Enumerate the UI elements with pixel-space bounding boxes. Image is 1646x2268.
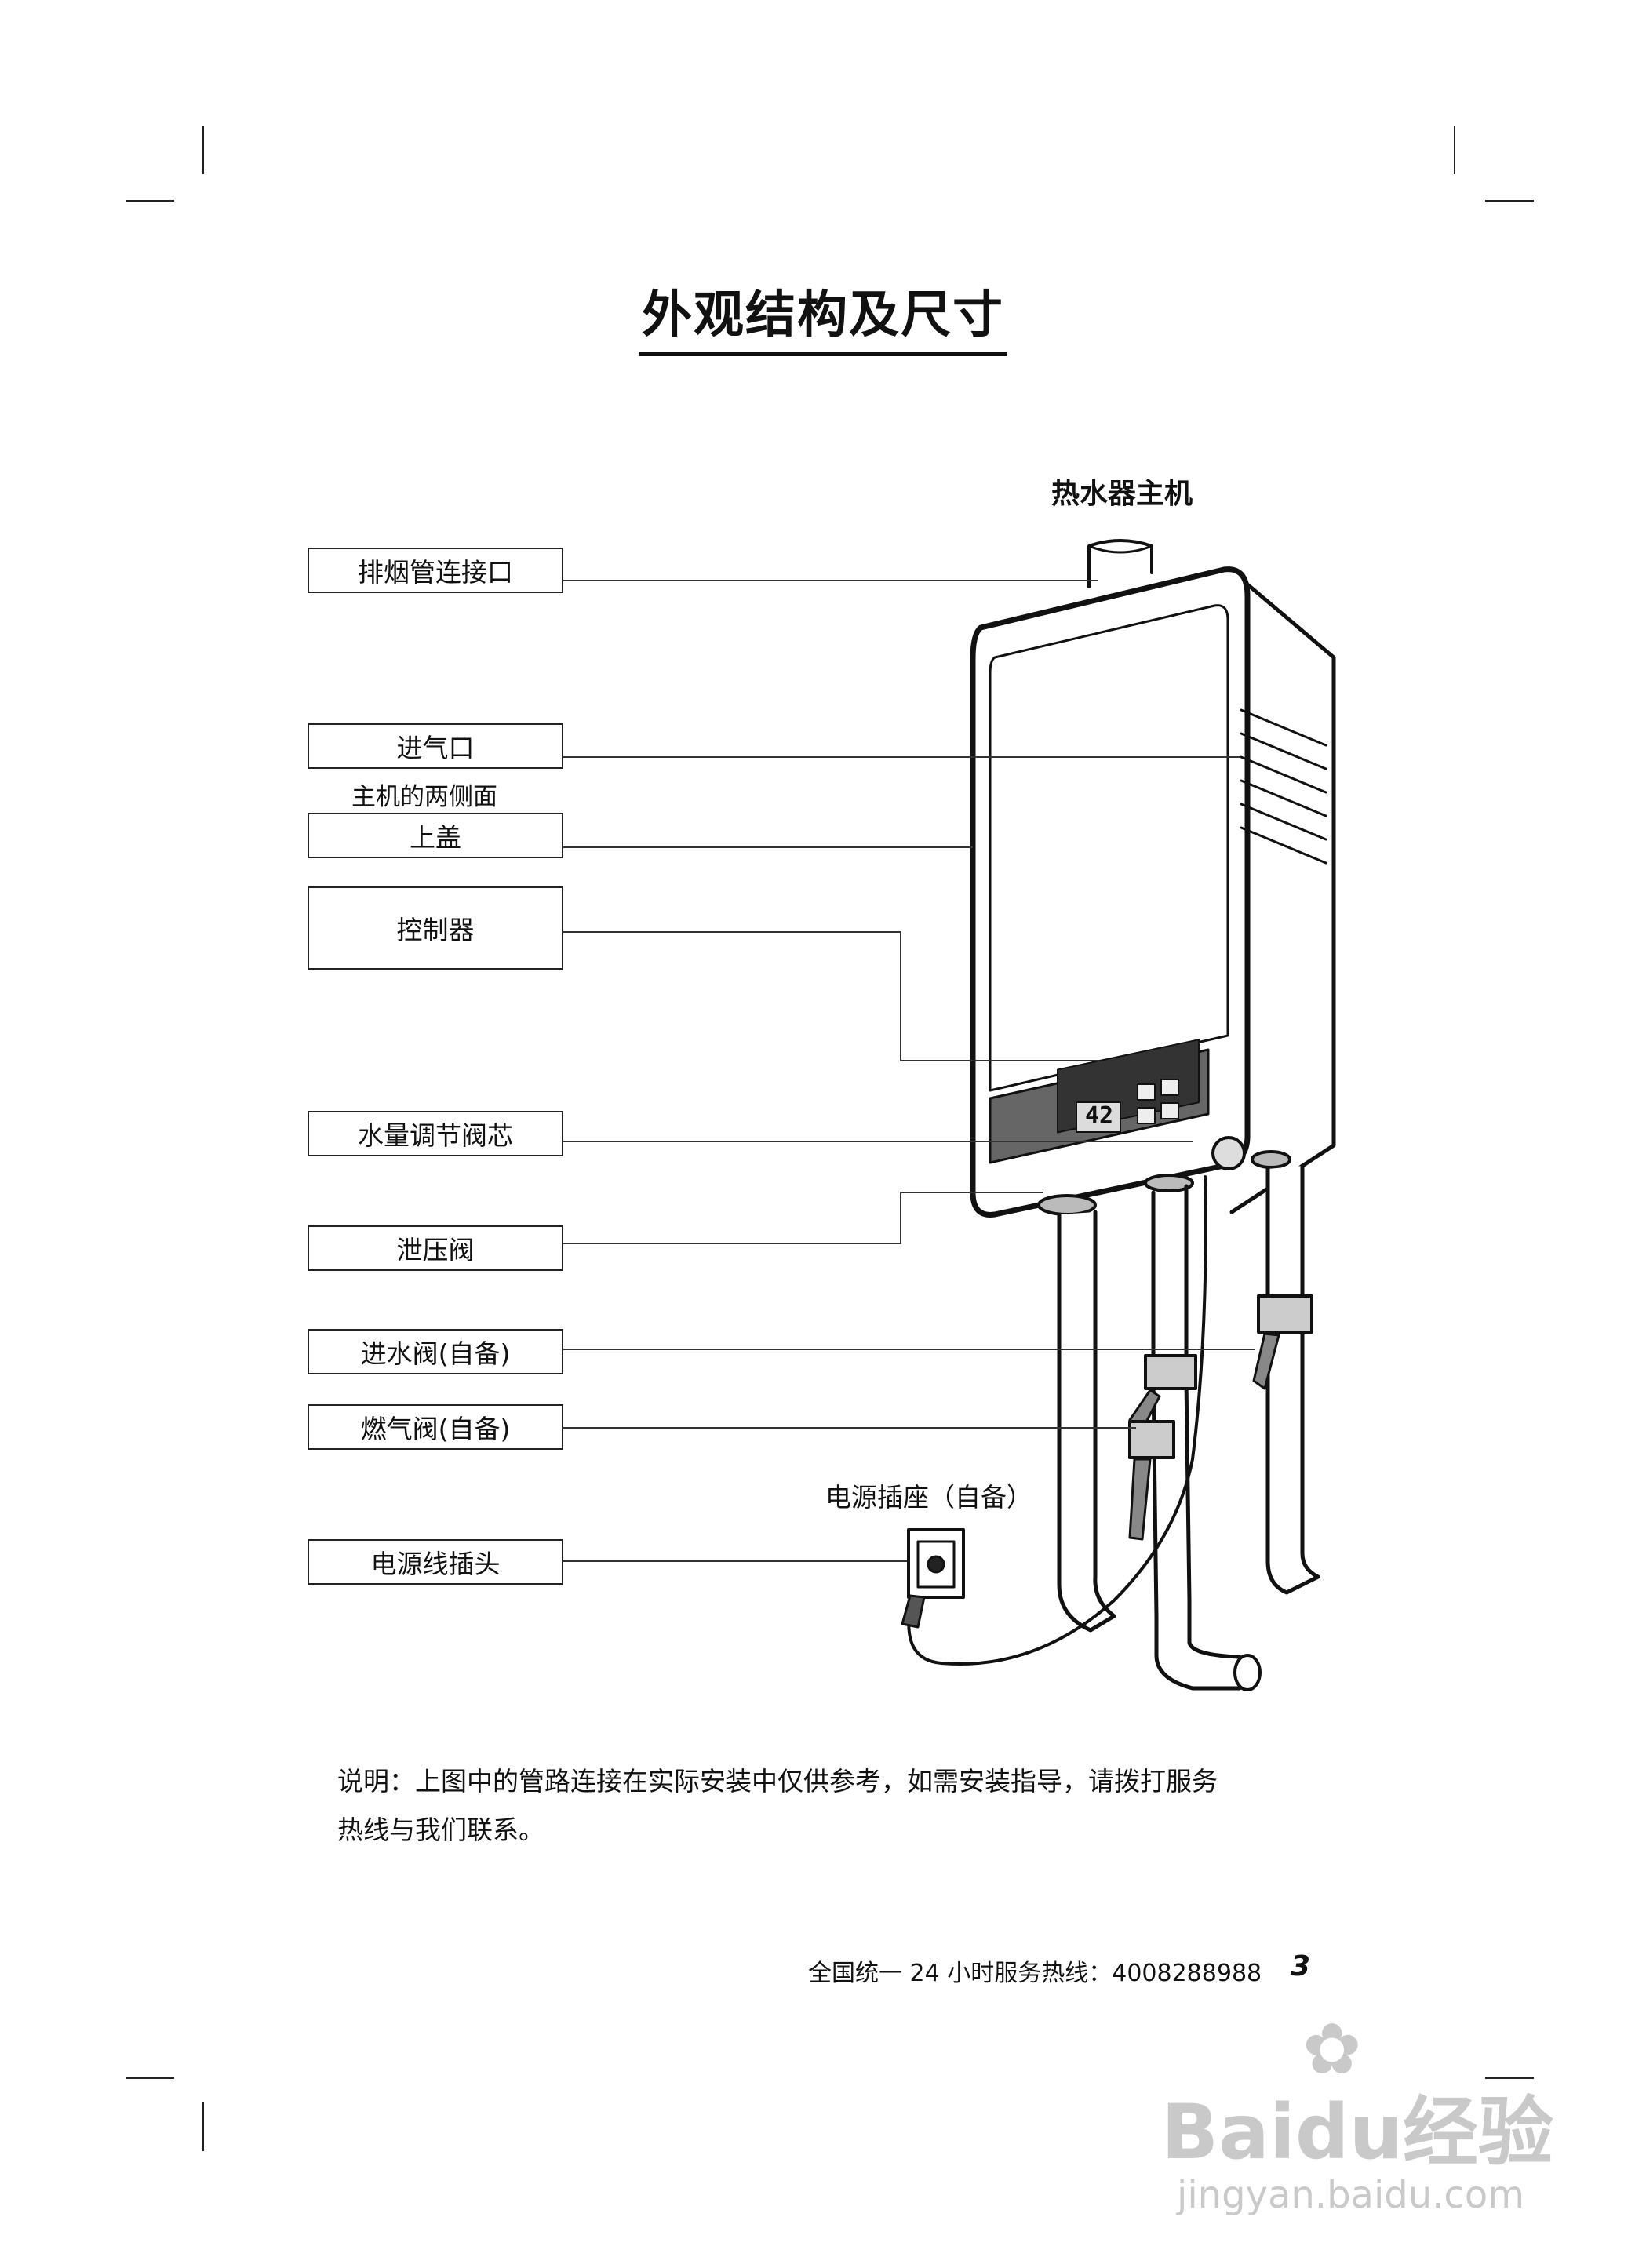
watermark-logo: Baidu经验: [1161, 2088, 1553, 2176]
crop-mark: [1485, 200, 1534, 202]
label-water-inlet-valve: 进水阀(自备): [308, 1329, 563, 1374]
crop-mark: [202, 2102, 204, 2151]
watermark-url: jingyan.baidu.com: [1177, 2173, 1524, 2217]
note-line: 热线与我们联系。: [337, 1815, 544, 1845]
label-controller: 控制器: [308, 886, 563, 970]
hotline-footer: 全国统一 24 小时服务热线：4008288988: [808, 1960, 1262, 1987]
label-power-plug: 电源线插头: [308, 1539, 563, 1585]
label-relief-valve: 泄压阀: [308, 1225, 563, 1271]
crop-mark: [126, 200, 174, 202]
installation-note: 说明：上图中的管路连接在实际安装中仅供参考，如需安装指导，请拨打服务 热线与我们…: [337, 1757, 1342, 1855]
note-line: 说明：上图中的管路连接在实际安装中仅供参考，如需安装指导，请拨打服务: [337, 1766, 1218, 1797]
crop-mark: [1485, 2077, 1534, 2079]
label-gas-valve: 燃气阀(自备): [308, 1404, 563, 1450]
label-air-inlet: 进气口: [308, 723, 563, 769]
watermark-paw-icon: ✿: [1302, 2008, 1362, 2091]
label-water-valve-core: 水量调节阀芯: [308, 1111, 563, 1156]
crop-mark: [126, 2077, 174, 2079]
crop-mark: [1454, 126, 1455, 174]
label-power-socket: 电源插座（自备）: [825, 1482, 1032, 1513]
label-top-cover: 上盖: [308, 813, 563, 858]
crop-mark: [202, 126, 204, 174]
label-both-sides: 主机的两侧面: [351, 783, 497, 811]
controller-display: 42: [1084, 1102, 1114, 1130]
label-exhaust-port: 排烟管连接口: [308, 548, 563, 593]
unit-label: 热水器主机: [1051, 478, 1193, 510]
page-number: 3: [1291, 1950, 1311, 1982]
page-title: 外观结构及尺寸: [0, 275, 1646, 356]
